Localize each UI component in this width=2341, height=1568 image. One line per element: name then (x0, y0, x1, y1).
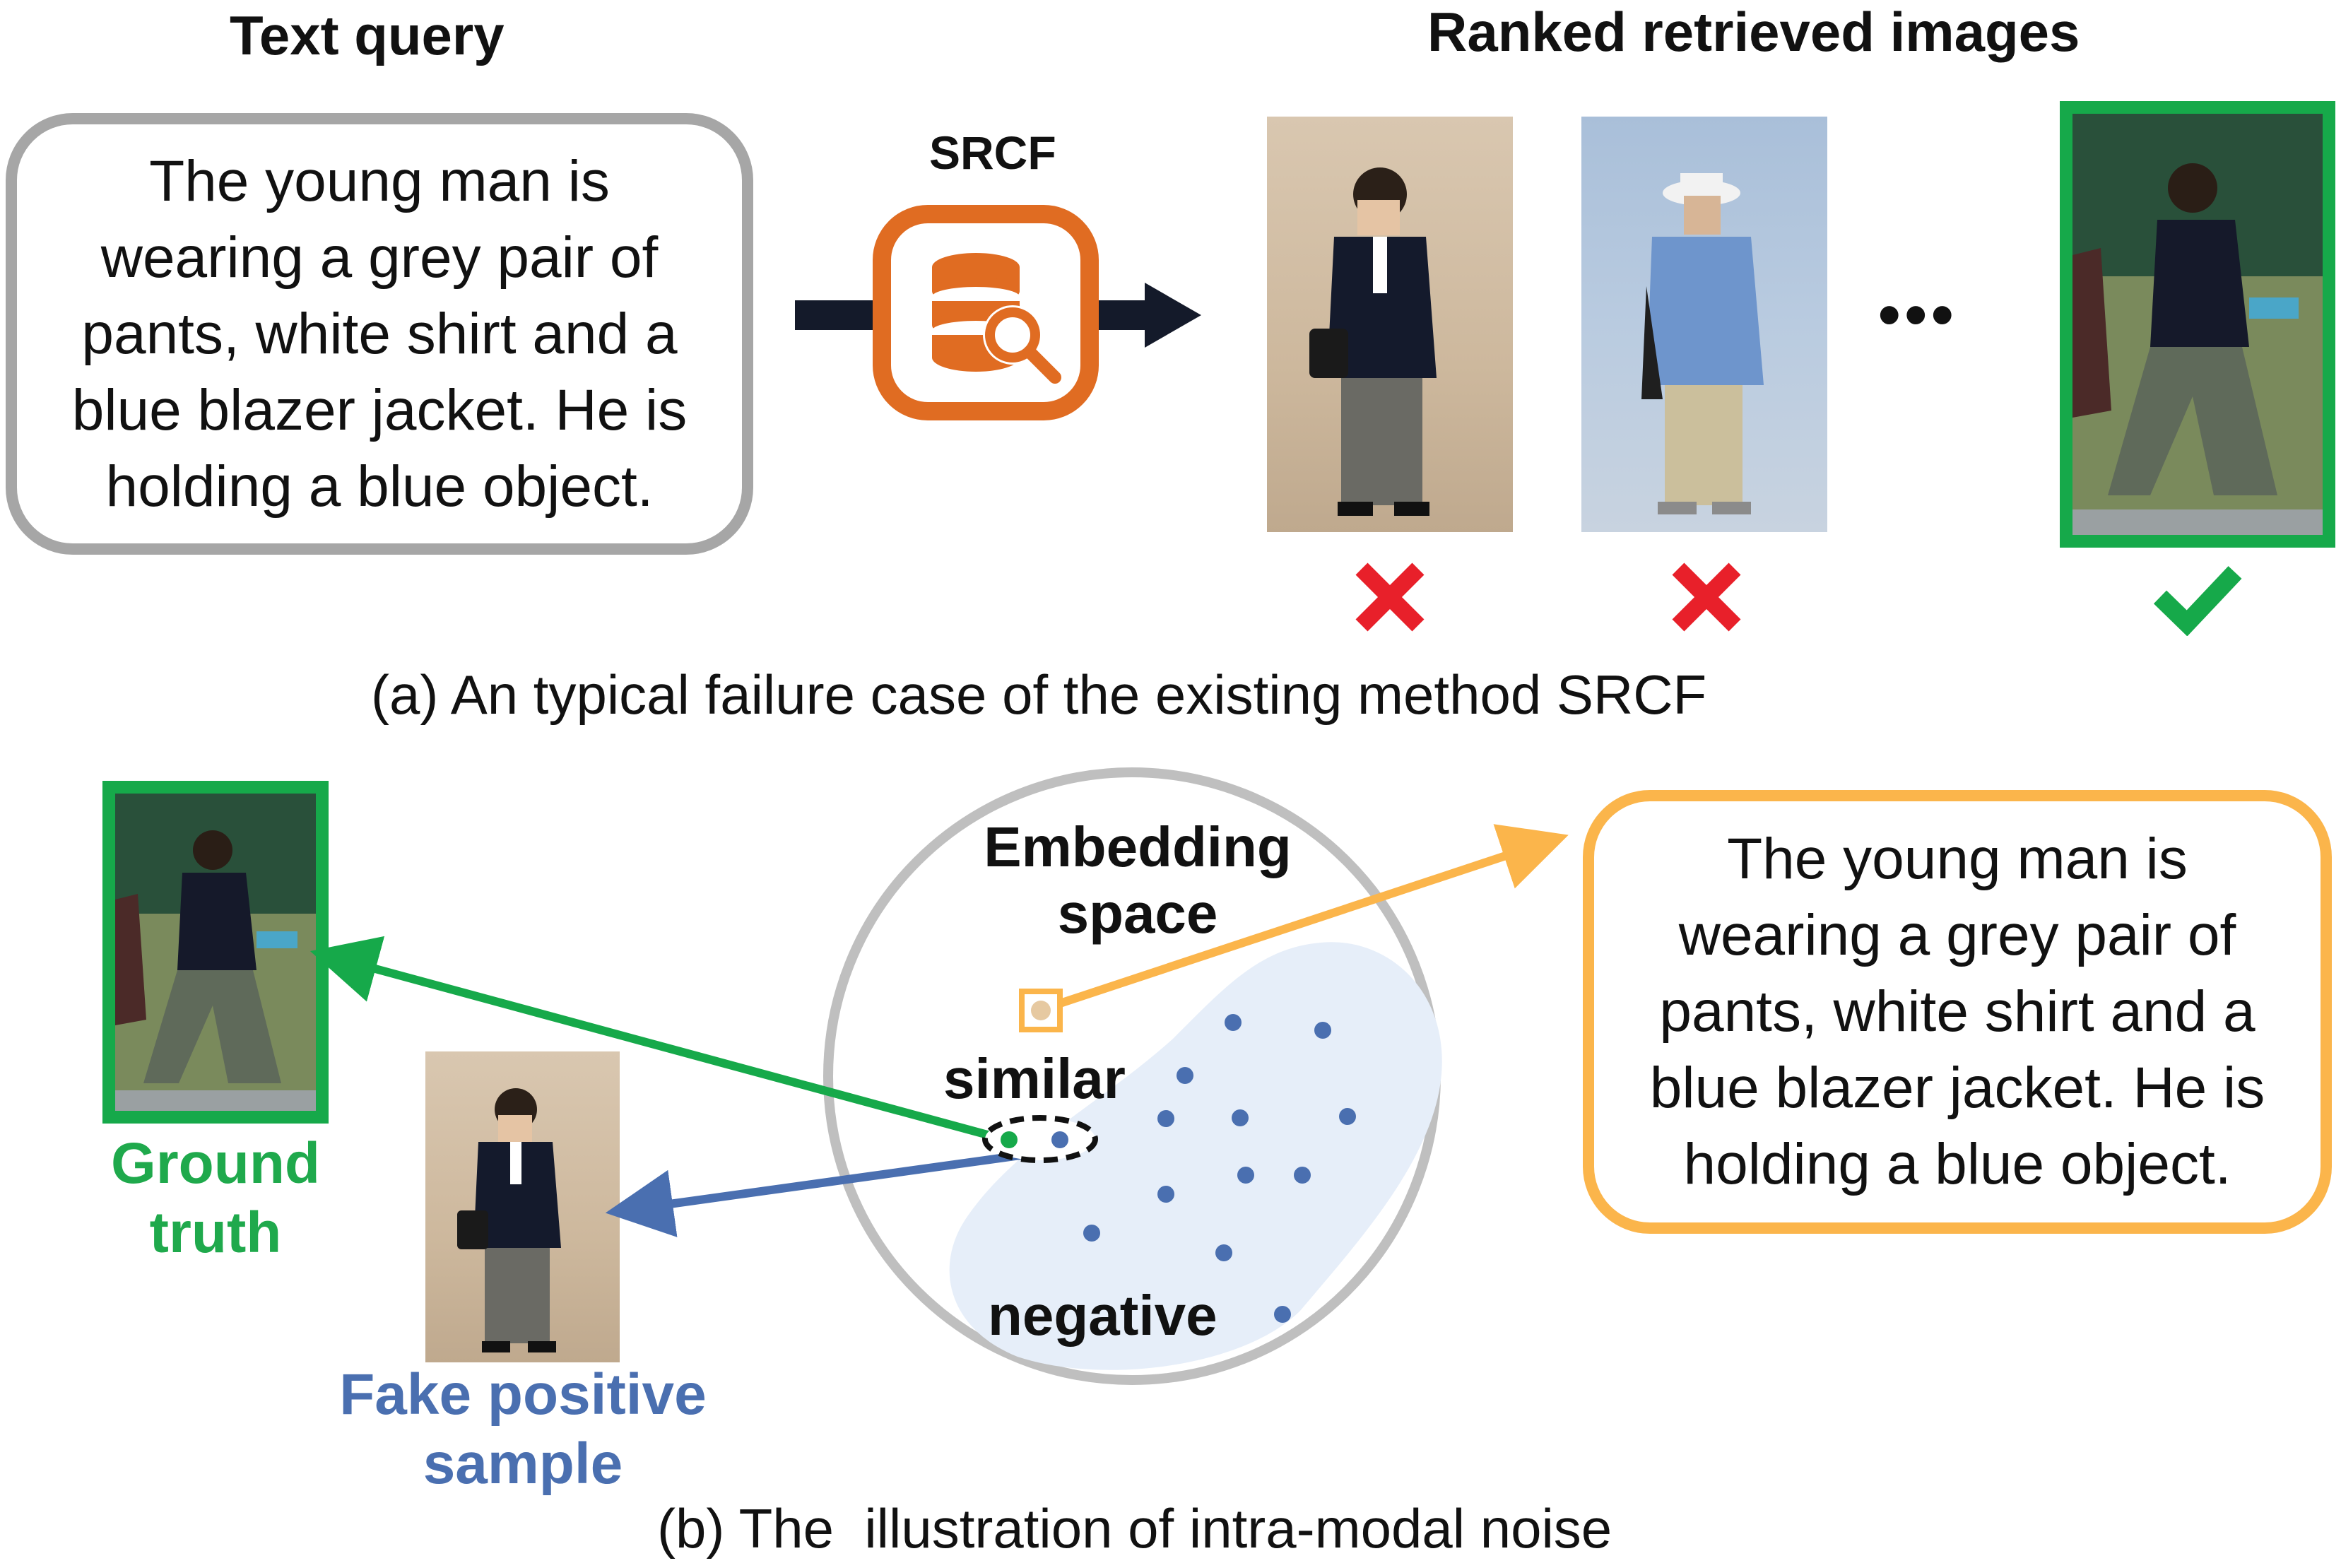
ellipsis: ••• (1878, 280, 1958, 350)
query-line: pants, white shirt and a (81, 301, 678, 366)
query-line: blue blazer jacket. He is (71, 377, 688, 442)
caption-b: (b) The illustration of intra-modal nois… (657, 1497, 1612, 1560)
fake-positive-image (425, 1051, 620, 1362)
query-line: holding a blue object. (105, 454, 654, 519)
text-line: holding a blue object. (1683, 1132, 2231, 1196)
negative-region (949, 942, 1442, 1370)
text-description-box: The young man is wearing a grey pair of … (1583, 790, 2332, 1234)
similar-pair-outline (982, 1115, 1098, 1163)
text-line: The young man is (1727, 827, 2188, 891)
retrieved-image-1 (1267, 117, 1513, 532)
embedding-space-label: Embedding space (947, 814, 1328, 947)
embedding-space-label-line: Embedding (984, 815, 1292, 878)
retrieved-image-2 (1581, 117, 1827, 532)
ranked-results-heading: Ranked retrieved images (1427, 1, 2080, 63)
text-line: blue blazer jacket. He is (1649, 1056, 2265, 1120)
query-line: The young man is (149, 148, 610, 213)
caption-a: (a) An typical failure case of the exist… (371, 664, 1707, 726)
ground-truth-label-line: Ground (110, 1131, 321, 1196)
embedding-space-diagram (309, 767, 1569, 1385)
negative-dots (1083, 1014, 1356, 1323)
text-query-box: The young man is wearing a grey pair of … (6, 113, 753, 555)
embedding-space-label-line: space (1057, 882, 1218, 945)
fake-positive-label: Fake positive sample (311, 1360, 735, 1499)
cross-icon (1672, 562, 1741, 632)
fake-positive-label-line: Fake positive (339, 1362, 707, 1427)
similar-label: similar (943, 1047, 1126, 1110)
ground-truth-label: Ground truth (71, 1129, 360, 1268)
ground-truth-image (102, 781, 329, 1124)
fake-positive-label-line: sample (423, 1432, 623, 1496)
text-line: wearing a grey pair of (1678, 903, 2236, 967)
ground-truth-label-line: truth (149, 1201, 282, 1265)
check-icon (2153, 566, 2242, 636)
text-line: pants, white shirt and a (1659, 979, 2256, 1044)
retrieved-image-correct (2060, 101, 2335, 548)
query-line: wearing a grey pair of (100, 225, 659, 290)
srcf-label: SRCF (929, 126, 1056, 179)
text-query-heading: Text query (230, 4, 505, 66)
negative-label: negative (988, 1284, 1217, 1347)
database-search-icon (873, 205, 1099, 420)
cross-icon (1355, 562, 1425, 632)
